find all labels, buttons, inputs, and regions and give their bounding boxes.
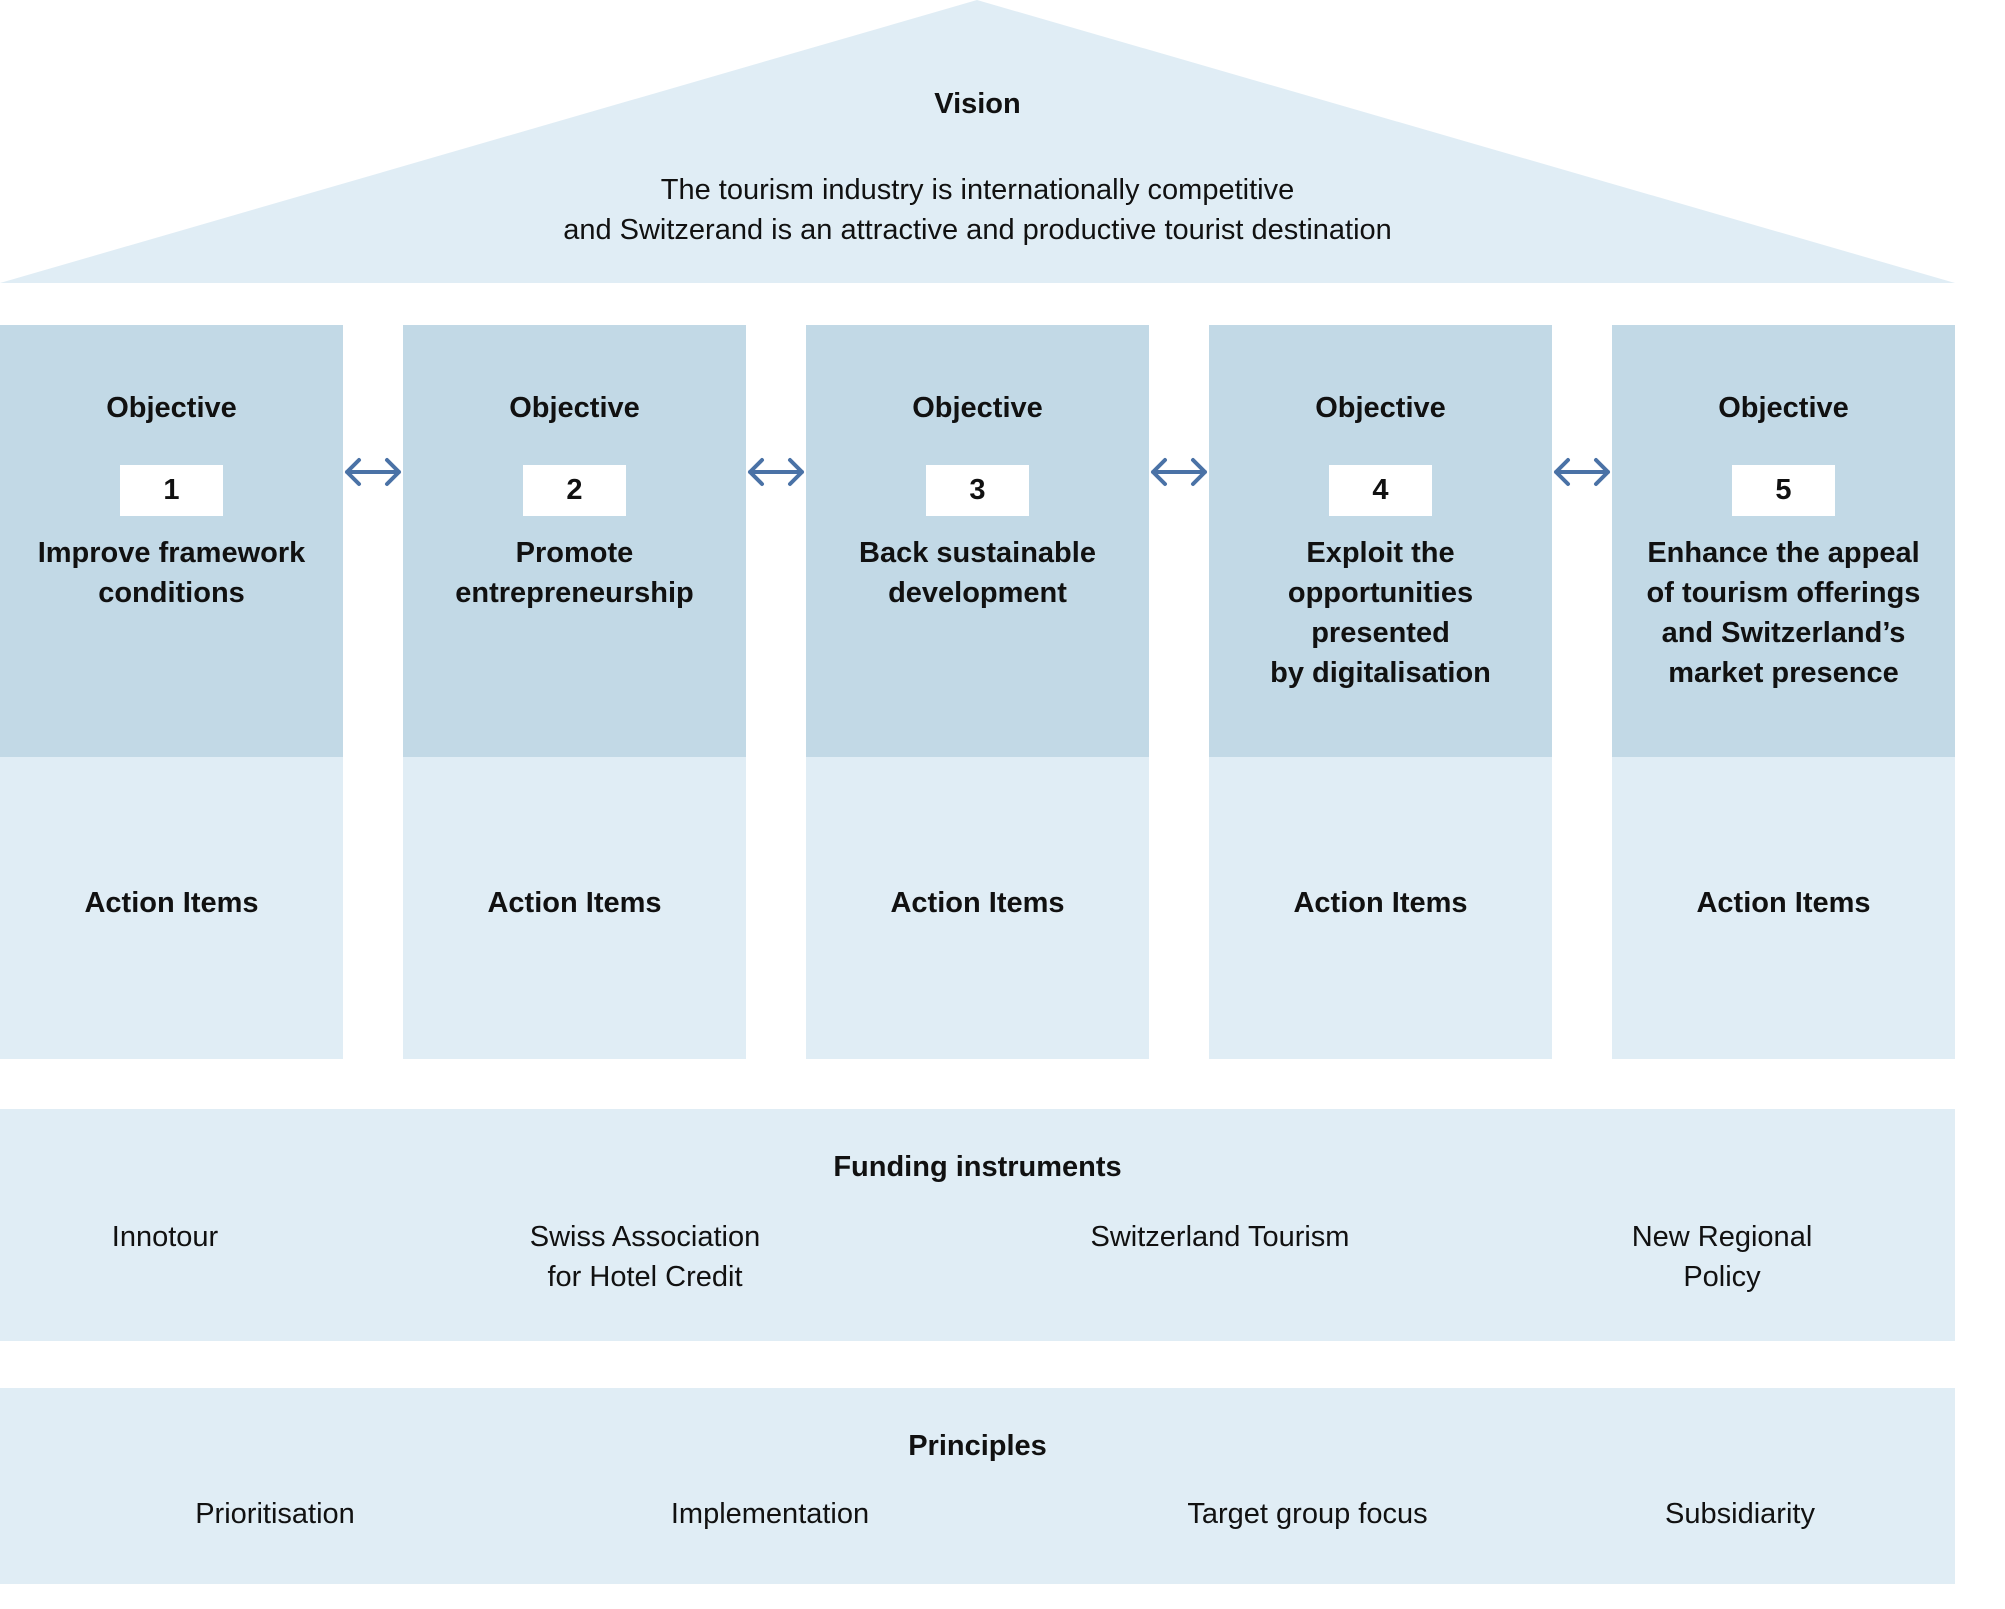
funding-item-switzerland-tourism: Switzerland Tourism xyxy=(1060,1217,1380,1257)
action-items-box: Action Items xyxy=(1209,757,1552,1059)
objective-title-line: entrepreneurship xyxy=(455,577,694,609)
objective-box: Objective 4 Exploit the opportunities pr… xyxy=(1209,325,1552,757)
action-items-label: Action Items xyxy=(1293,887,1468,919)
objective-pillar-4: Objective 4 Exploit the opportunities pr… xyxy=(1209,325,1552,1059)
vision-line: and Switzerand is an attractive and prod… xyxy=(563,214,1392,246)
principles-title: Principles xyxy=(908,1430,1047,1462)
objective-box: Objective 1 Improve framework conditions xyxy=(0,325,343,757)
objective-box: Objective 5 Enhance the appeal of touris… xyxy=(1612,325,1955,757)
principle-target-group-focus: Target group focus xyxy=(1187,1498,1428,1530)
objective-number: 4 xyxy=(1329,465,1432,516)
funding-item-line: Swiss Association xyxy=(529,1221,761,1253)
objective-title: Back sustainable development xyxy=(816,533,1139,613)
objective-title-line: development xyxy=(888,577,1067,609)
principle-implementation: Implementation xyxy=(670,1498,870,1530)
objective-number: 3 xyxy=(926,465,1029,516)
vision-statement: The tourism industry is internationally … xyxy=(400,170,1555,250)
vision-roof xyxy=(0,0,1955,285)
objective-title: Promote entrepreneurship xyxy=(413,533,736,613)
objective-title-line: Exploit the xyxy=(1306,537,1455,569)
objective-title-line: market presence xyxy=(1668,657,1899,689)
funding-instruments-band: Funding instruments Innotour Swiss Assoc… xyxy=(0,1109,1955,1341)
objective-pillar-3: Objective 3 Back sustainable development… xyxy=(806,325,1149,1059)
objective-label: Objective xyxy=(912,392,1043,424)
vision-title: Vision xyxy=(934,88,1021,120)
principle-subsidiarity: Subsidiarity xyxy=(1665,1498,1815,1530)
double-arrow-icon xyxy=(343,455,403,489)
objective-number: 5 xyxy=(1732,465,1835,516)
objective-number: 2 xyxy=(523,465,626,516)
objective-title-line: and Switzerland’s xyxy=(1661,617,1906,649)
objective-pillar-5: Objective 5 Enhance the appeal of touris… xyxy=(1612,325,1955,1059)
action-items-label: Action Items xyxy=(84,887,259,919)
objective-title: Improve framework conditions xyxy=(10,533,333,613)
funding-item-line: for Hotel Credit xyxy=(547,1261,743,1293)
funding-item-hotel-credit: Swiss Association for Hotel Credit xyxy=(495,1217,795,1297)
principles-band: Principles Prioritisation Implementation… xyxy=(0,1388,1955,1584)
objective-box: Objective 2 Promote entrepreneurship xyxy=(403,325,746,757)
objective-number: 1 xyxy=(120,465,223,516)
action-items-label: Action Items xyxy=(1696,887,1871,919)
double-arrow-icon xyxy=(746,455,806,489)
objective-title-line: Back sustainable xyxy=(859,537,1096,569)
double-arrow-icon xyxy=(1149,455,1209,489)
objective-label: Objective xyxy=(1718,392,1849,424)
objective-title-line: of tourism offerings xyxy=(1646,577,1921,609)
action-items-box: Action Items xyxy=(0,757,343,1059)
objective-title-line: conditions xyxy=(98,577,245,609)
double-arrow-icon xyxy=(1552,455,1612,489)
objective-label: Objective xyxy=(106,392,237,424)
objective-pillar-2: Objective 2 Promote entrepreneurship Act… xyxy=(403,325,746,1059)
objective-title-line: Enhance the appeal xyxy=(1647,537,1920,569)
funding-item-line: Switzerland Tourism xyxy=(1090,1221,1350,1253)
objective-title: Exploit the opportunities presented by d… xyxy=(1219,533,1542,693)
funding-item-line: Innotour xyxy=(111,1221,219,1253)
objective-label: Objective xyxy=(509,392,640,424)
objective-label: Objective xyxy=(1315,392,1446,424)
principle-prioritisation: Prioritisation xyxy=(195,1498,355,1530)
funding-instruments-title: Funding instruments xyxy=(833,1151,1122,1183)
objective-title-line: Improve framework xyxy=(37,537,306,569)
vision-line: The tourism industry is internationally … xyxy=(660,174,1295,206)
objective-pillar-1: Objective 1 Improve framework conditions… xyxy=(0,325,343,1059)
funding-item-line: Policy xyxy=(1683,1261,1761,1293)
roof-shape xyxy=(0,0,1955,283)
funding-item-line: New Regional xyxy=(1631,1221,1813,1253)
objective-title-line: presented xyxy=(1311,617,1450,649)
objective-title-line: opportunities xyxy=(1287,577,1474,609)
objective-box: Objective 3 Back sustainable development xyxy=(806,325,1149,757)
objective-title: Enhance the appeal of tourism offerings … xyxy=(1622,533,1945,693)
funding-item-regional-policy: New Regional Policy xyxy=(1590,1217,1854,1297)
action-items-box: Action Items xyxy=(403,757,746,1059)
action-items-box: Action Items xyxy=(1612,757,1955,1059)
objective-title-line: Promote xyxy=(515,537,634,569)
funding-item-innotour: Innotour xyxy=(65,1217,265,1257)
objective-title-line: by digitalisation xyxy=(1270,657,1491,689)
action-items-box: Action Items xyxy=(806,757,1149,1059)
action-items-label: Action Items xyxy=(890,887,1065,919)
action-items-label: Action Items xyxy=(487,887,662,919)
